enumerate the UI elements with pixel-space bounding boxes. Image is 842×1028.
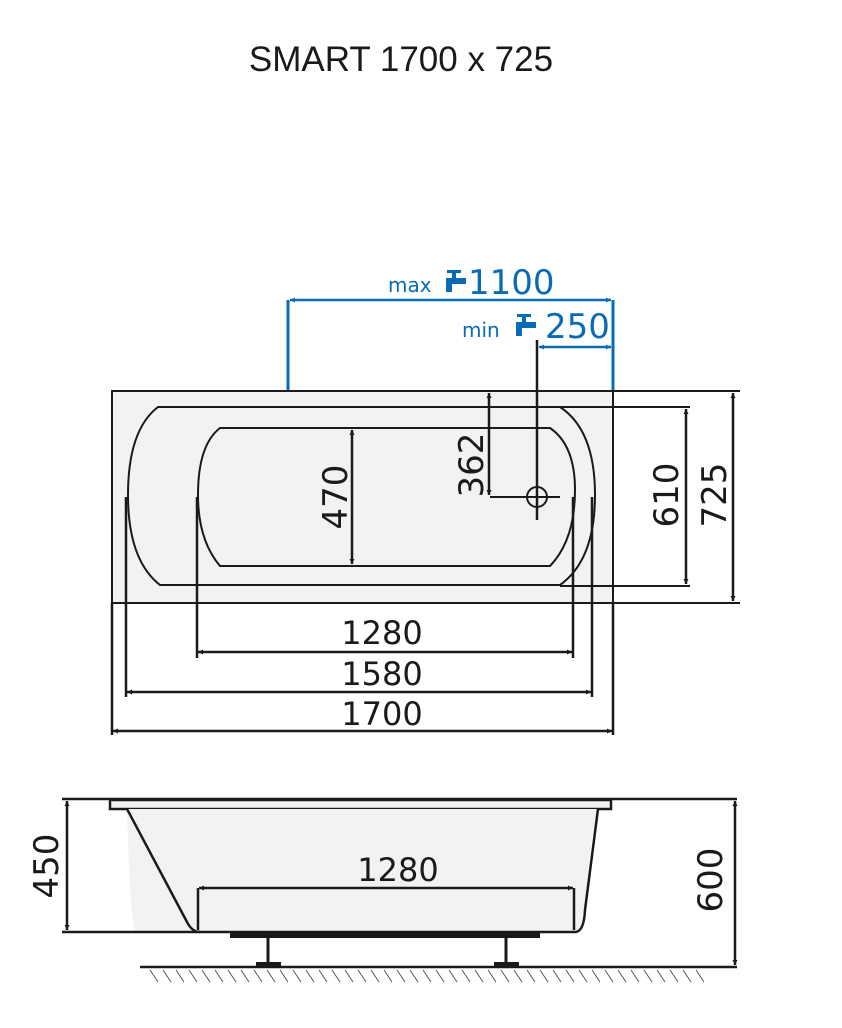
dim-inner-width: 470 xyxy=(316,465,356,530)
dim-basin-length: 1580 xyxy=(341,655,422,693)
dim-inner-length: 1280 xyxy=(341,614,422,652)
side-view: 1280 450 600 xyxy=(27,797,738,983)
faucet-max-value: 1100 xyxy=(468,263,555,303)
dim-overall-width: 725 xyxy=(695,463,735,528)
basin-outline xyxy=(126,406,597,586)
plan-view: 470 362 610 725 1280 1580 1700 xyxy=(110,263,740,735)
drawing-title: SMART 1700 x 725 xyxy=(248,40,554,79)
faucet-min-label: min xyxy=(462,318,500,342)
tub-rim xyxy=(108,798,613,811)
basin-floor-outline xyxy=(196,427,577,567)
dim-overall-height: 600 xyxy=(691,848,731,913)
dim-depth: 450 xyxy=(27,834,67,899)
faucet-max-label: max xyxy=(388,273,432,297)
faucet-icon xyxy=(516,314,536,336)
dim-basin-width: 610 xyxy=(647,463,687,528)
drain-icon xyxy=(490,340,560,520)
faucet-icon xyxy=(446,270,466,292)
dim-bottom-length: 1280 xyxy=(357,851,438,889)
dim-drain-offset: 362 xyxy=(452,433,492,498)
ground-hatch xyxy=(149,969,705,983)
dim-overall-length: 1700 xyxy=(341,695,422,733)
faucet-min-value: 250 xyxy=(545,307,610,347)
